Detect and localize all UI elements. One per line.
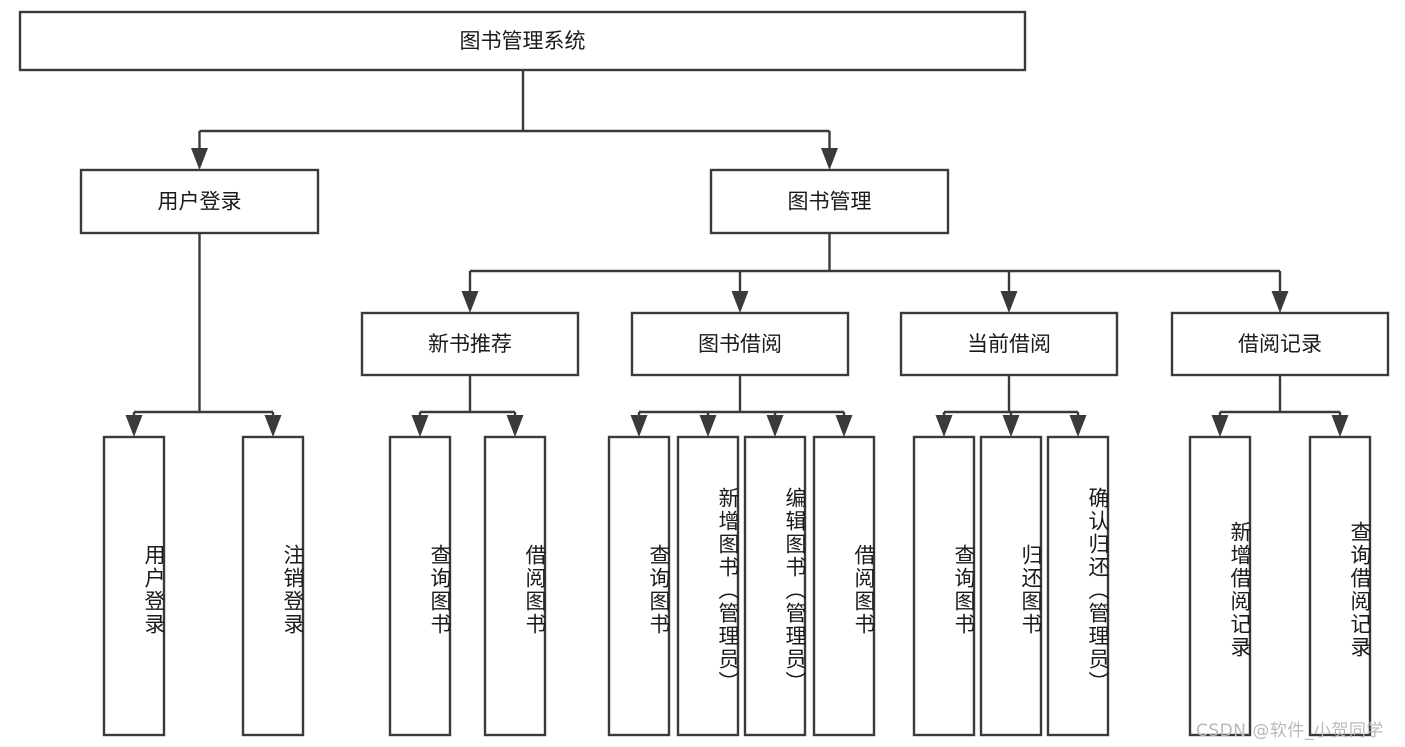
arrow-to-leaf-user-logout-head	[264, 415, 282, 437]
node-leaf-query-book-3[interactable]	[912, 435, 976, 737]
node-leaf-query-book-2[interactable]	[607, 435, 671, 737]
arrow-to-current-borrow-head	[1000, 291, 1018, 313]
node-leaf-user-logout[interactable]	[241, 435, 305, 737]
node-root-system[interactable]	[18, 10, 1027, 72]
arrow-to-leaf-query-book-1-head	[411, 415, 429, 437]
node-current-borrow[interactable]	[899, 311, 1119, 377]
node-new-book-recommend[interactable]	[360, 311, 580, 377]
node-leaf-borrow-book-1[interactable]	[483, 435, 547, 737]
arrow-to-leaf-return-book-head	[1002, 415, 1020, 437]
arrow-to-leaf-query-book-3-head	[935, 415, 953, 437]
node-leaf-edit-book[interactable]	[743, 435, 807, 737]
connectors-layer	[125, 70, 1349, 437]
boxes-layer	[18, 10, 1390, 737]
node-leaf-confirm-return[interactable]	[1046, 435, 1110, 737]
label-book-manage: 图书管理	[788, 190, 872, 214]
arrow-to-borrow-record-head	[1271, 291, 1289, 313]
node-leaf-query-record[interactable]	[1308, 435, 1372, 737]
node-book-borrow[interactable]	[630, 311, 850, 377]
label-new-book-recommend: 新书推荐	[428, 332, 512, 356]
node-leaf-user-login[interactable]	[102, 435, 166, 737]
arrow-to-leaf-add-record-head	[1211, 415, 1229, 437]
node-leaf-add-book[interactable]	[676, 435, 740, 737]
arrow-to-new-book-recommend-head	[461, 291, 479, 313]
label-current-borrow: 当前借阅	[967, 332, 1051, 356]
arrow-to-user-login-head	[191, 148, 208, 170]
node-leaf-borrow-book-2[interactable]	[812, 435, 876, 737]
arrow-to-leaf-query-book-2-head	[630, 415, 648, 437]
arrow-to-book-manage-head	[821, 148, 838, 170]
node-book-manage[interactable]	[709, 168, 950, 235]
node-user-login[interactable]	[79, 168, 320, 235]
node-leaf-return-book[interactable]	[979, 435, 1043, 737]
arrow-to-leaf-borrow-book-2-head	[835, 415, 853, 437]
arrow-to-leaf-edit-book-head	[766, 415, 784, 437]
label-user-login: 用户登录	[158, 190, 242, 214]
node-leaf-add-record[interactable]	[1188, 435, 1252, 737]
arrow-to-leaf-add-book-head	[699, 415, 717, 437]
arrow-to-leaf-confirm-return-head	[1069, 415, 1087, 437]
node-borrow-record[interactable]	[1170, 311, 1390, 377]
arrow-to-leaf-query-record-head	[1331, 415, 1349, 437]
arrow-to-leaf-borrow-book-1-head	[506, 415, 524, 437]
label-borrow-record: 借阅记录	[1238, 332, 1322, 356]
label-book-borrow: 图书借阅	[698, 332, 782, 356]
arrow-to-leaf-user-login-head	[125, 415, 143, 437]
csdn-watermark: CSDN @软件_小贺同学	[1196, 721, 1384, 741]
arrow-to-book-borrow-head	[731, 291, 749, 313]
label-root-system: 图书管理系统	[460, 29, 586, 53]
node-leaf-query-book-1[interactable]	[388, 435, 452, 737]
